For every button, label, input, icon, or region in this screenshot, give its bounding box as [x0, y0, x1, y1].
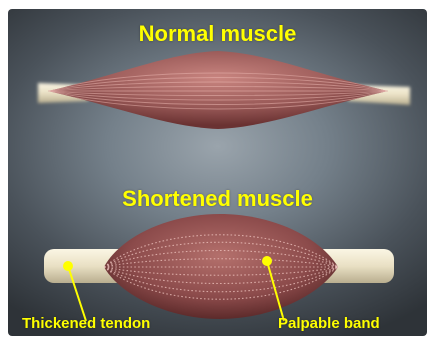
palpable-band-label: Palpable band: [278, 315, 380, 332]
normal-muscle: [38, 51, 410, 129]
shortened-muscle-title: Shortened muscle: [8, 186, 427, 212]
shortened-muscle: [44, 214, 394, 319]
normal-muscle-belly: [48, 51, 388, 129]
figure-panel: Normal muscle Shortened muscle Thickened…: [8, 9, 427, 336]
normal-muscle-title: Normal muscle: [8, 21, 427, 47]
muscle-illustration: [8, 9, 427, 336]
thickened-tendon-label: Thickened tendon: [22, 315, 150, 332]
